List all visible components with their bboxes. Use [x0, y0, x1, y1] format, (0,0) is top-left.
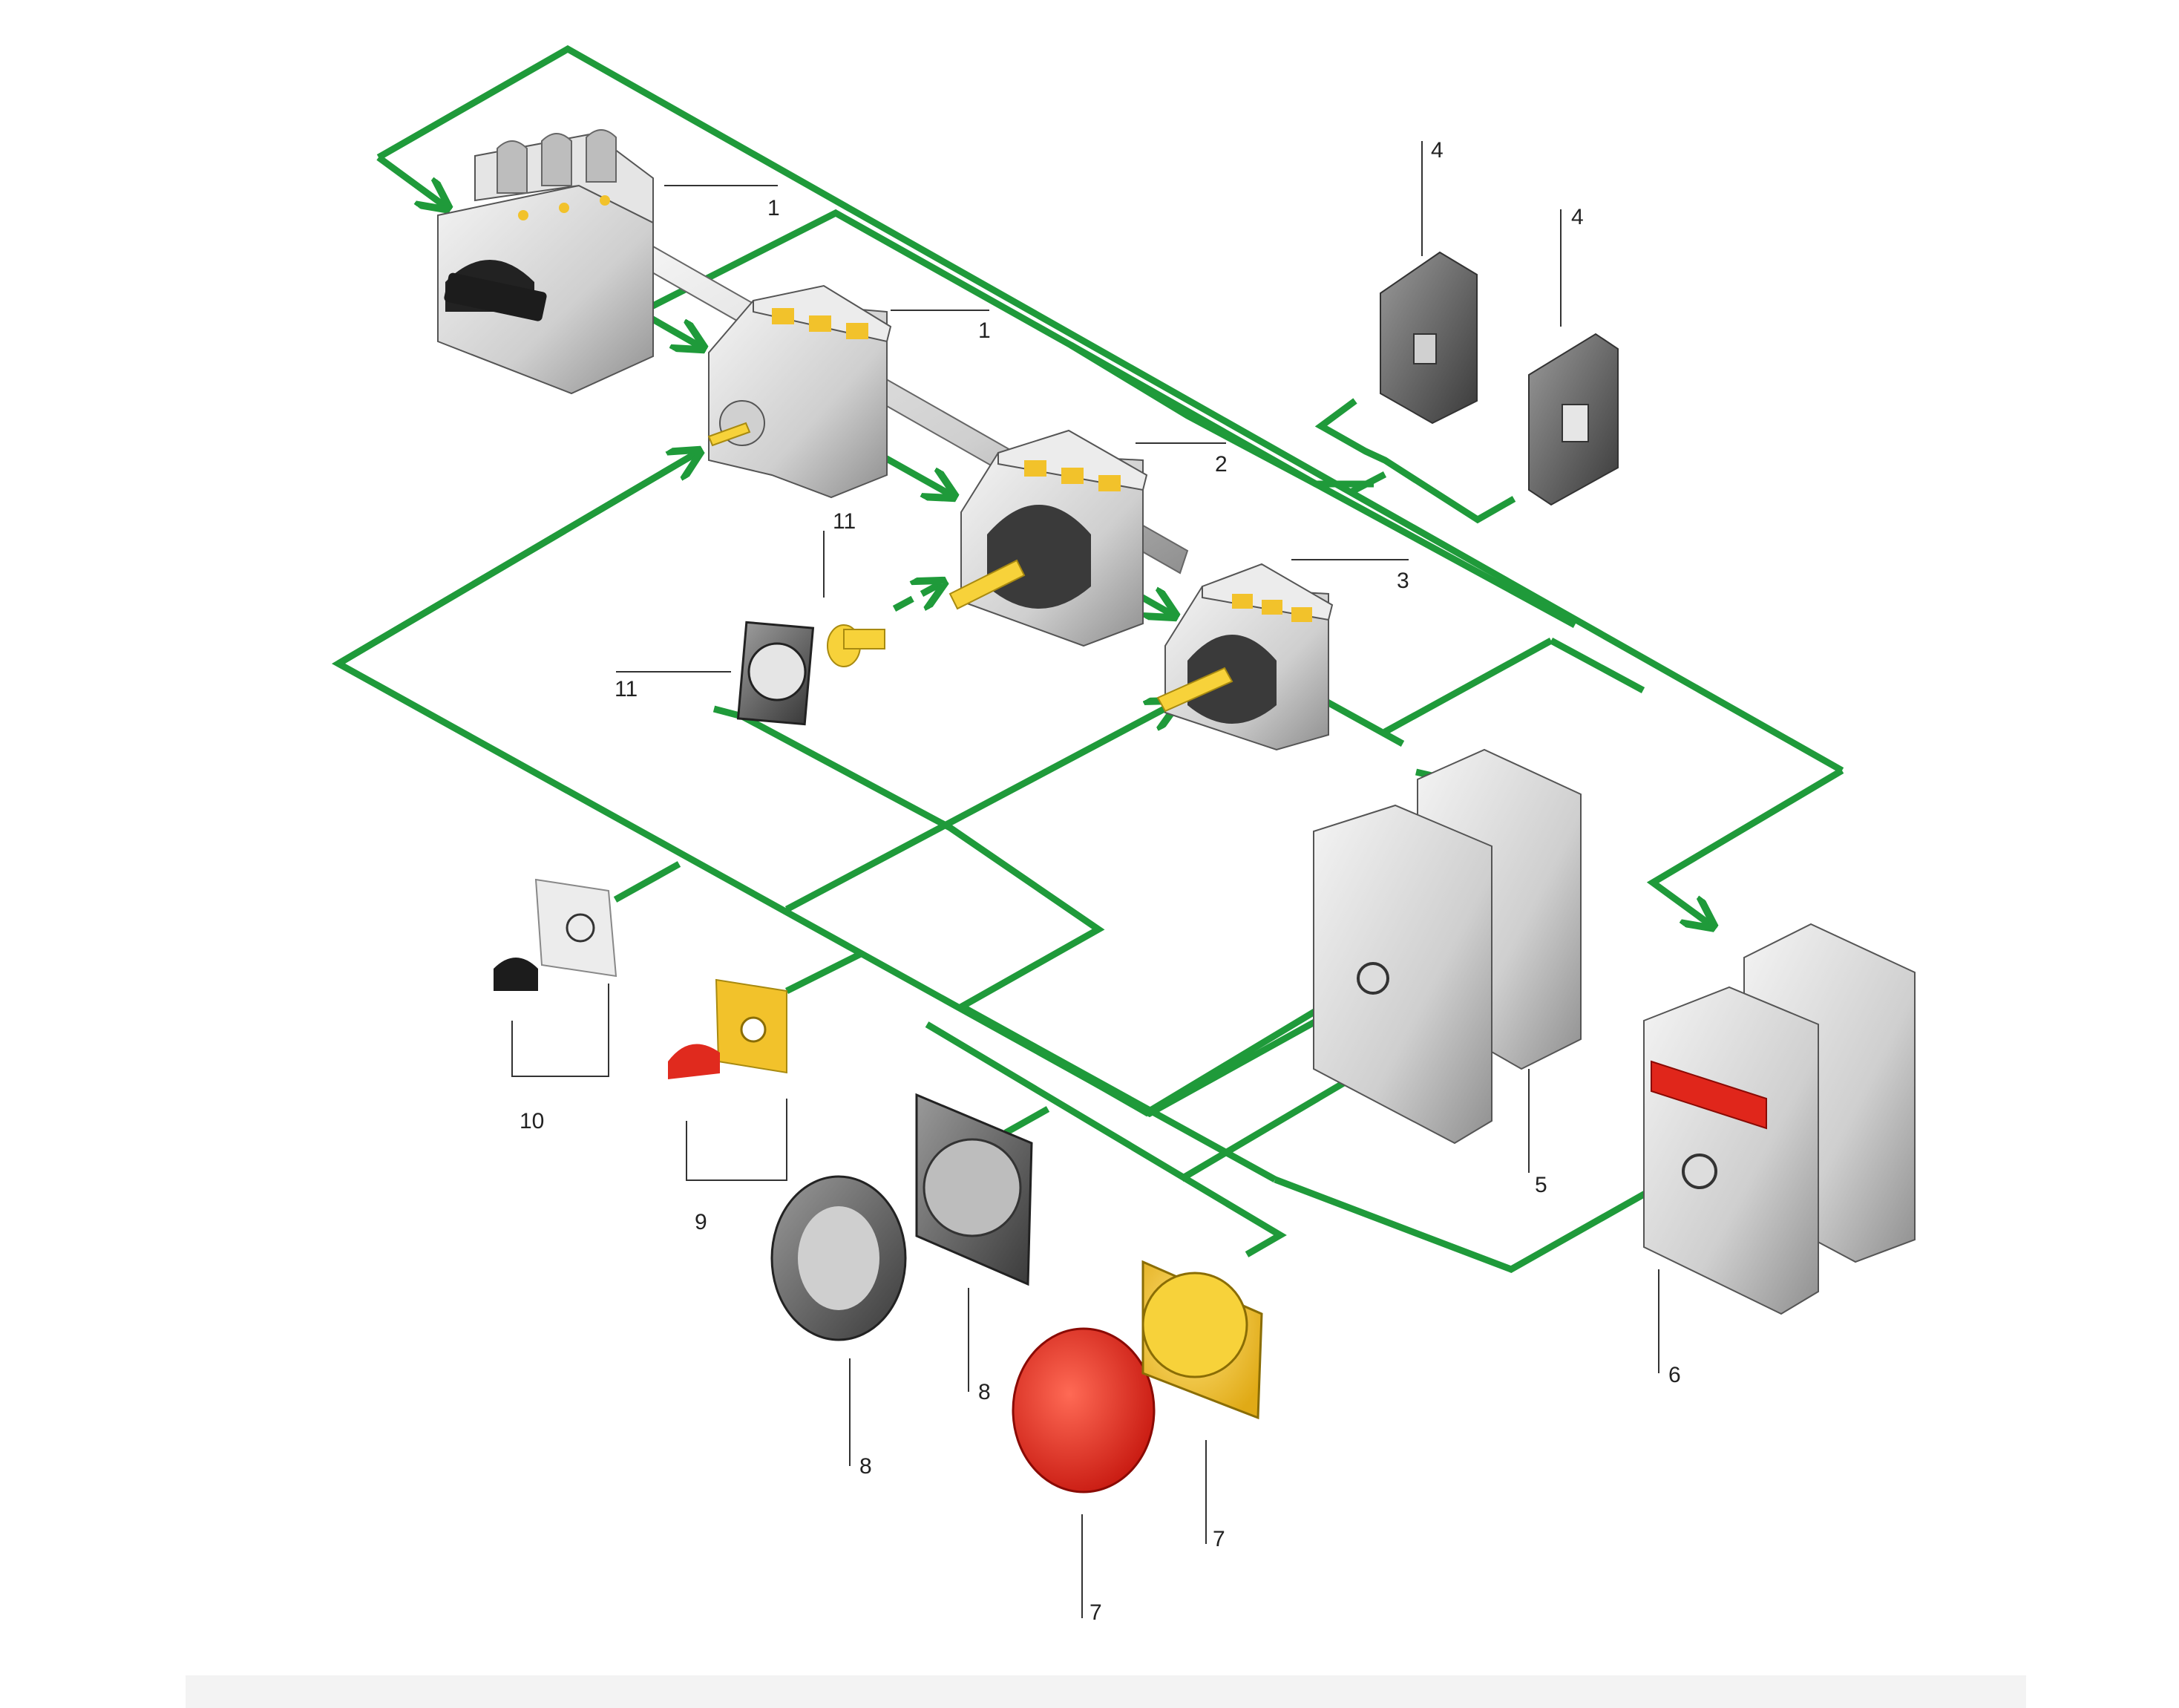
callout-8-plate: 8	[978, 1380, 991, 1404]
main-switch-with-handle[interactable]	[437, 129, 654, 395]
callout-11-gasket: 11	[615, 677, 638, 701]
flow-line-to-enclosure6	[1646, 768, 1844, 925]
shaft-extension-and-gasket[interactable]	[736, 621, 885, 726]
callout-4-right: 4	[1571, 205, 1584, 229]
flow-line-to-enclosure5	[1383, 638, 1553, 735]
callout-6: 6	[1668, 1363, 1681, 1387]
callout-9: 9	[695, 1210, 707, 1234]
red-handle-yellow-label[interactable]	[668, 978, 787, 1079]
flow-line-lower-right	[1274, 1169, 1688, 1273]
flow-line-top-to-switch1	[376, 154, 445, 206]
flow-line-plate9	[784, 950, 863, 995]
flow-line-gasket	[712, 705, 1277, 1182]
flow-line-aux-clip	[1314, 398, 1516, 524]
callout-7-plate: 7	[1213, 1527, 1225, 1551]
callout-7-knob: 7	[1090, 1600, 1102, 1625]
callout-1-upper: 1	[767, 196, 780, 220]
red-yellow-knob-and-plate[interactable]	[1012, 1260, 1263, 1493]
enclosure-emergency[interactable]	[1643, 923, 1916, 1315]
flow-line-plate7	[925, 1021, 1287, 1257]
callout-1-lower: 1	[978, 318, 991, 343]
shaft-extension-arrow	[892, 583, 941, 612]
compact-switch-with-shaft[interactable]	[1156, 563, 1334, 751]
switch-with-front-mount[interactable]	[948, 429, 1148, 647]
flow-line-tier-two-right	[1069, 342, 1577, 628]
enclosure-grey[interactable]	[1313, 748, 1582, 1145]
leader-lines	[511, 141, 1659, 1618]
callout-11-shaft: 11	[833, 509, 856, 534]
callout-10: 10	[520, 1109, 544, 1133]
auxiliary-contact-block[interactable]	[1528, 333, 1619, 506]
switch-body-with-shaft[interactable]	[707, 284, 892, 499]
flow-line-to-switch-shaft	[336, 453, 697, 667]
callout-3: 3	[1397, 569, 1409, 593]
flow-line-shaft	[784, 704, 1174, 912]
callout-5: 5	[1535, 1173, 1547, 1197]
flow-line-right-loop	[1549, 638, 1645, 693]
flow-line-plate10	[613, 861, 681, 903]
callout-2: 2	[1215, 452, 1228, 477]
black-handle-grey-label[interactable]	[494, 878, 617, 991]
flow-lines	[331, 45, 1844, 1273]
callout-4-left: 4	[1431, 138, 1444, 163]
flow-line-top-loop	[376, 45, 1844, 773]
callouts: 1 1 2 3 4 4 5 6 7 7 8 8 9 10 11 11	[520, 138, 1681, 1625]
din-rail-clip[interactable]	[1380, 251, 1478, 425]
footer-band	[186, 1675, 2026, 1708]
flow-line-middle-to-enclosure5	[960, 987, 1355, 1117]
flow-line-plate8	[1003, 1106, 1050, 1136]
callout-8-knob: 8	[859, 1454, 872, 1479]
grey-knob-and-plate[interactable]	[770, 1093, 1033, 1341]
flow-line-aux-junction	[1349, 471, 1387, 495]
